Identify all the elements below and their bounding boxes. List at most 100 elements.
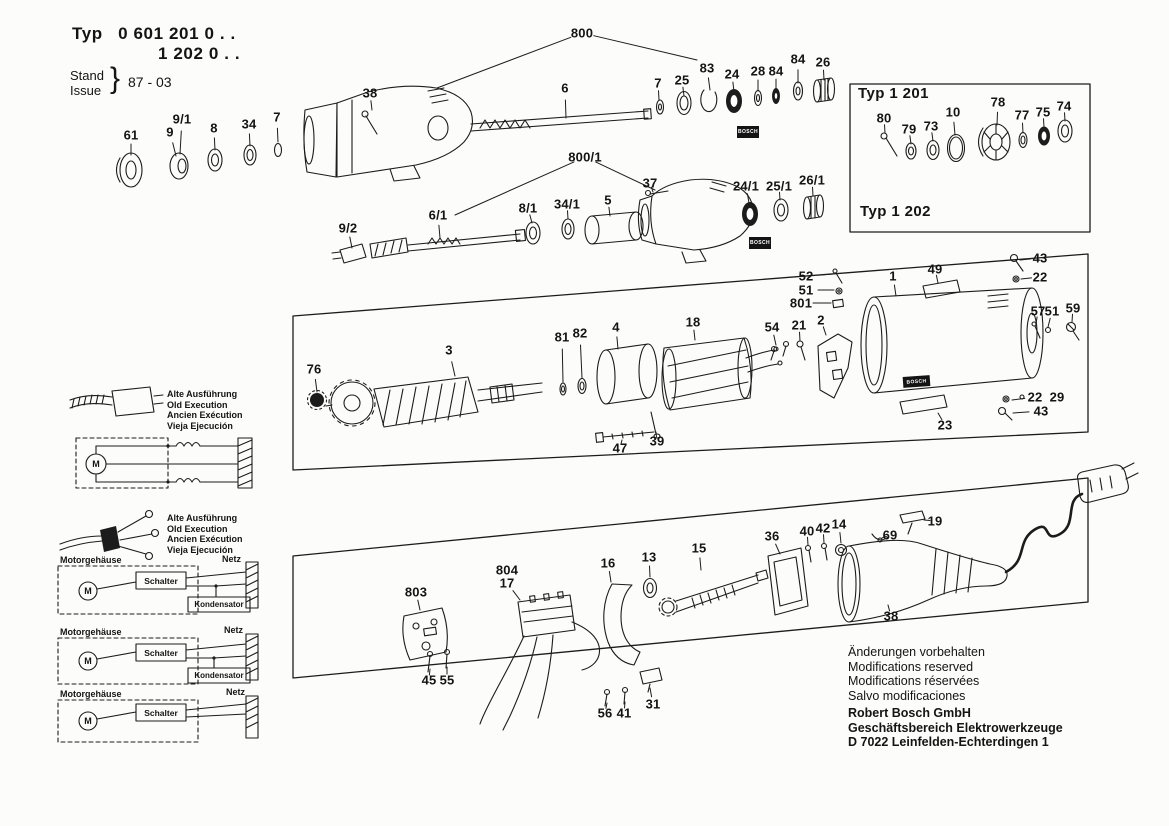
power-cord-drawing [603, 462, 1139, 707]
part-number-81: 81 [554, 329, 570, 345]
part-number-31: 31 [645, 696, 661, 712]
part-number-51: 51 [798, 282, 814, 298]
motorgehaeuse-label-d: Motorgehäuse [60, 689, 122, 699]
assembly-800-1-drawing [331, 178, 825, 264]
stand-value: 87 - 03 [128, 74, 172, 90]
variant-label-typ-1202: Typ 1 202 [860, 203, 931, 220]
netz-label-b: Netz [222, 554, 242, 564]
motor-m-label-d: M [84, 716, 92, 726]
part-number-47: 47 [612, 440, 628, 456]
part-number-22: 22 [1027, 389, 1043, 405]
motor-m-label-a: M [92, 459, 100, 469]
part-number-40: 40 [799, 523, 815, 539]
part-number-800-1: 800/1 [568, 149, 602, 165]
part-number-1: 1 [889, 268, 897, 284]
legend-old-execution-top: Alte Ausführung Old Execution Ancien Exé… [167, 389, 243, 431]
part-number-82: 82 [572, 325, 588, 341]
wiring-diagram-d [57, 695, 259, 743]
part-number-4: 4 [612, 319, 620, 335]
type-code-line-1: Typ 0 601 201 0 . . [72, 24, 236, 44]
part-number-18: 18 [685, 314, 701, 330]
part-number-73: 73 [923, 118, 939, 134]
company-address: Robert Bosch GmbH Geschäftsbereich Elekt… [848, 706, 1063, 750]
motorgehaeuse-label-b: Motorgehäuse [60, 555, 122, 565]
part-number-9: 9 [166, 124, 174, 140]
part-number-56: 56 [597, 705, 613, 721]
type-value: 0 601 201 0 . . [118, 24, 236, 43]
part-number-24: 24 [724, 66, 740, 82]
stand-issue-label: Stand Issue [70, 68, 104, 98]
issue-label: Issue [70, 83, 102, 98]
part-number-5: 5 [604, 192, 612, 208]
note-line: Änderungen vorbehalten [848, 645, 985, 659]
part-number-16: 16 [600, 555, 616, 571]
motorgehaeuse-label-c: Motorgehäuse [60, 627, 122, 637]
part-number-7: 7 [273, 109, 281, 125]
modifications-note: Änderungen vorbehalten Modifications res… [848, 645, 985, 703]
part-number-25: 25 [674, 72, 690, 88]
type-code-line-2: 1 202 0 . . [158, 44, 241, 63]
type-label: Typ [72, 24, 103, 43]
part-number-49: 49 [927, 261, 943, 277]
part-number-22: 22 [1032, 269, 1048, 285]
part-number-13: 13 [641, 549, 657, 565]
part-number-51: 51 [1044, 303, 1060, 319]
part-number-43: 43 [1032, 250, 1048, 266]
part-number-76: 76 [306, 361, 322, 377]
part-number-75: 75 [1035, 104, 1051, 120]
part-number-21: 21 [791, 317, 807, 333]
company-line: D 7022 Leinfelden-Echterdingen 1 [848, 735, 1049, 749]
part-number-26: 26 [815, 54, 831, 70]
note-line: Modifications réservées [848, 674, 980, 688]
part-number-801: 801 [789, 295, 813, 311]
motor-m-label-c: M [84, 656, 92, 666]
kondensator-label-c: Kondensator [194, 671, 244, 680]
wiring-diagram-c [57, 633, 259, 685]
part-number-41: 41 [616, 705, 632, 721]
part-number-80: 80 [876, 110, 892, 126]
part-number-59: 59 [1065, 300, 1081, 316]
part-number-3: 3 [445, 342, 453, 358]
company-line: Robert Bosch GmbH [848, 706, 971, 720]
legend-line: Vieja Ejecución [167, 420, 233, 431]
part-number-37: 37 [642, 175, 658, 191]
part-number-6-1: 6/1 [428, 207, 448, 223]
variant-label-typ-1201: Typ 1 201 [858, 85, 929, 102]
note-line: Modifications reserved [848, 659, 974, 674]
part-number-74: 74 [1056, 98, 1072, 114]
part-number-24-1: 24/1 [732, 178, 760, 194]
part-number-10: 10 [945, 104, 961, 120]
part-number-7: 7 [654, 75, 662, 91]
part-number-84: 84 [768, 63, 784, 79]
part-number-83: 83 [699, 60, 715, 76]
part-number-19: 19 [927, 513, 943, 529]
part-number-23: 23 [937, 417, 953, 433]
legend-old-execution-bottom: Alte Ausführung Old Execution Ancien Exé… [167, 513, 243, 555]
part-number-79: 79 [901, 121, 917, 137]
wiring-diagram-a [69, 386, 253, 489]
part-number-9-1: 9/1 [172, 111, 192, 127]
part-number-26-1: 26/1 [798, 172, 826, 188]
legend-line: Alte Ausführung [167, 513, 238, 523]
schalter-label-d: Schalter [144, 708, 178, 718]
part-number-15: 15 [691, 540, 707, 556]
stand-label: Stand [70, 68, 104, 83]
handle-housing-drawing [837, 510, 1008, 623]
part-number-54: 54 [764, 319, 780, 335]
part-number-69: 69 [882, 527, 898, 543]
part-number-61: 61 [123, 127, 139, 143]
part-number-38: 38 [883, 608, 899, 624]
stand-brace: } [110, 62, 121, 95]
part-number-6: 6 [561, 80, 569, 96]
legend-line: Old Execution [167, 523, 228, 534]
part-number-78: 78 [990, 94, 1006, 110]
schalter-label-b: Schalter [144, 576, 178, 586]
part-number-57: 57 [1030, 303, 1046, 319]
note-line: Salvo modificaciones [848, 688, 966, 703]
part-number-14: 14 [831, 516, 847, 532]
part-number-34: 34 [241, 116, 257, 132]
part-number-2: 2 [817, 312, 825, 328]
part-number-36: 36 [764, 528, 780, 544]
company-line: Geschäftsbereich Elektrowerkzeuge [848, 720, 1063, 735]
